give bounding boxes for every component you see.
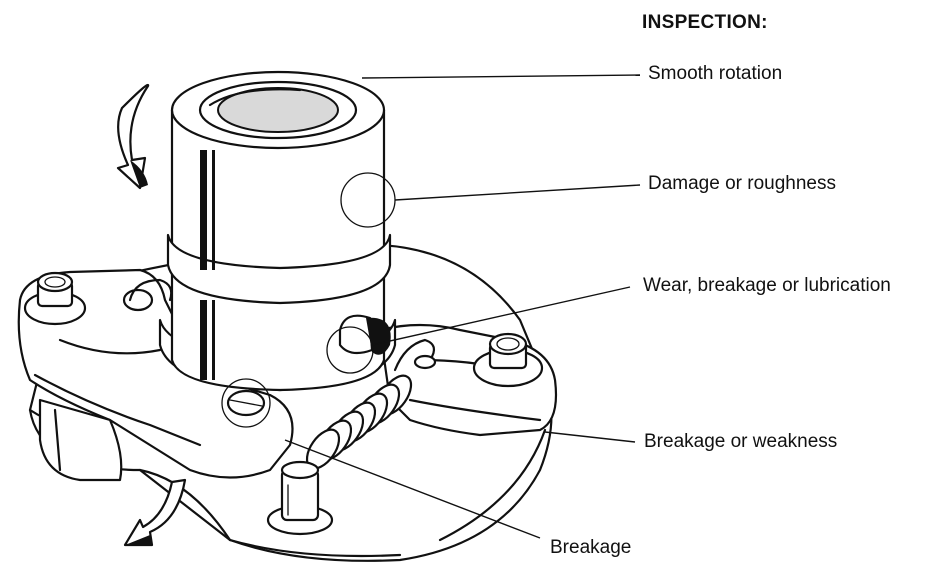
leader-lines (284, 74, 641, 539)
swing-arrow-icon (123, 478, 187, 547)
callout-breakage-weakness: Breakage or weakness (644, 431, 838, 452)
spring-post (266, 460, 334, 536)
right-pivot-pin (472, 332, 544, 388)
inspect-circle-left-pin (221, 378, 271, 428)
cam-shaft (158, 70, 397, 392)
left-weight (17, 268, 294, 482)
inspect-circle-wear (326, 326, 374, 374)
callout-wear-breakage-lubrication: Wear, breakage or lubrication (643, 275, 891, 296)
left-pivot-pin (23, 271, 87, 326)
rotation-arrow-icon (116, 83, 150, 190)
inspection-heading: INSPECTION: (642, 12, 768, 33)
callout-damage-roughness: Damage or roughness (648, 173, 836, 194)
callout-breakage: Breakage (550, 537, 632, 558)
spring (305, 338, 437, 470)
callout-smooth-rotation: Smooth rotation (648, 63, 783, 84)
